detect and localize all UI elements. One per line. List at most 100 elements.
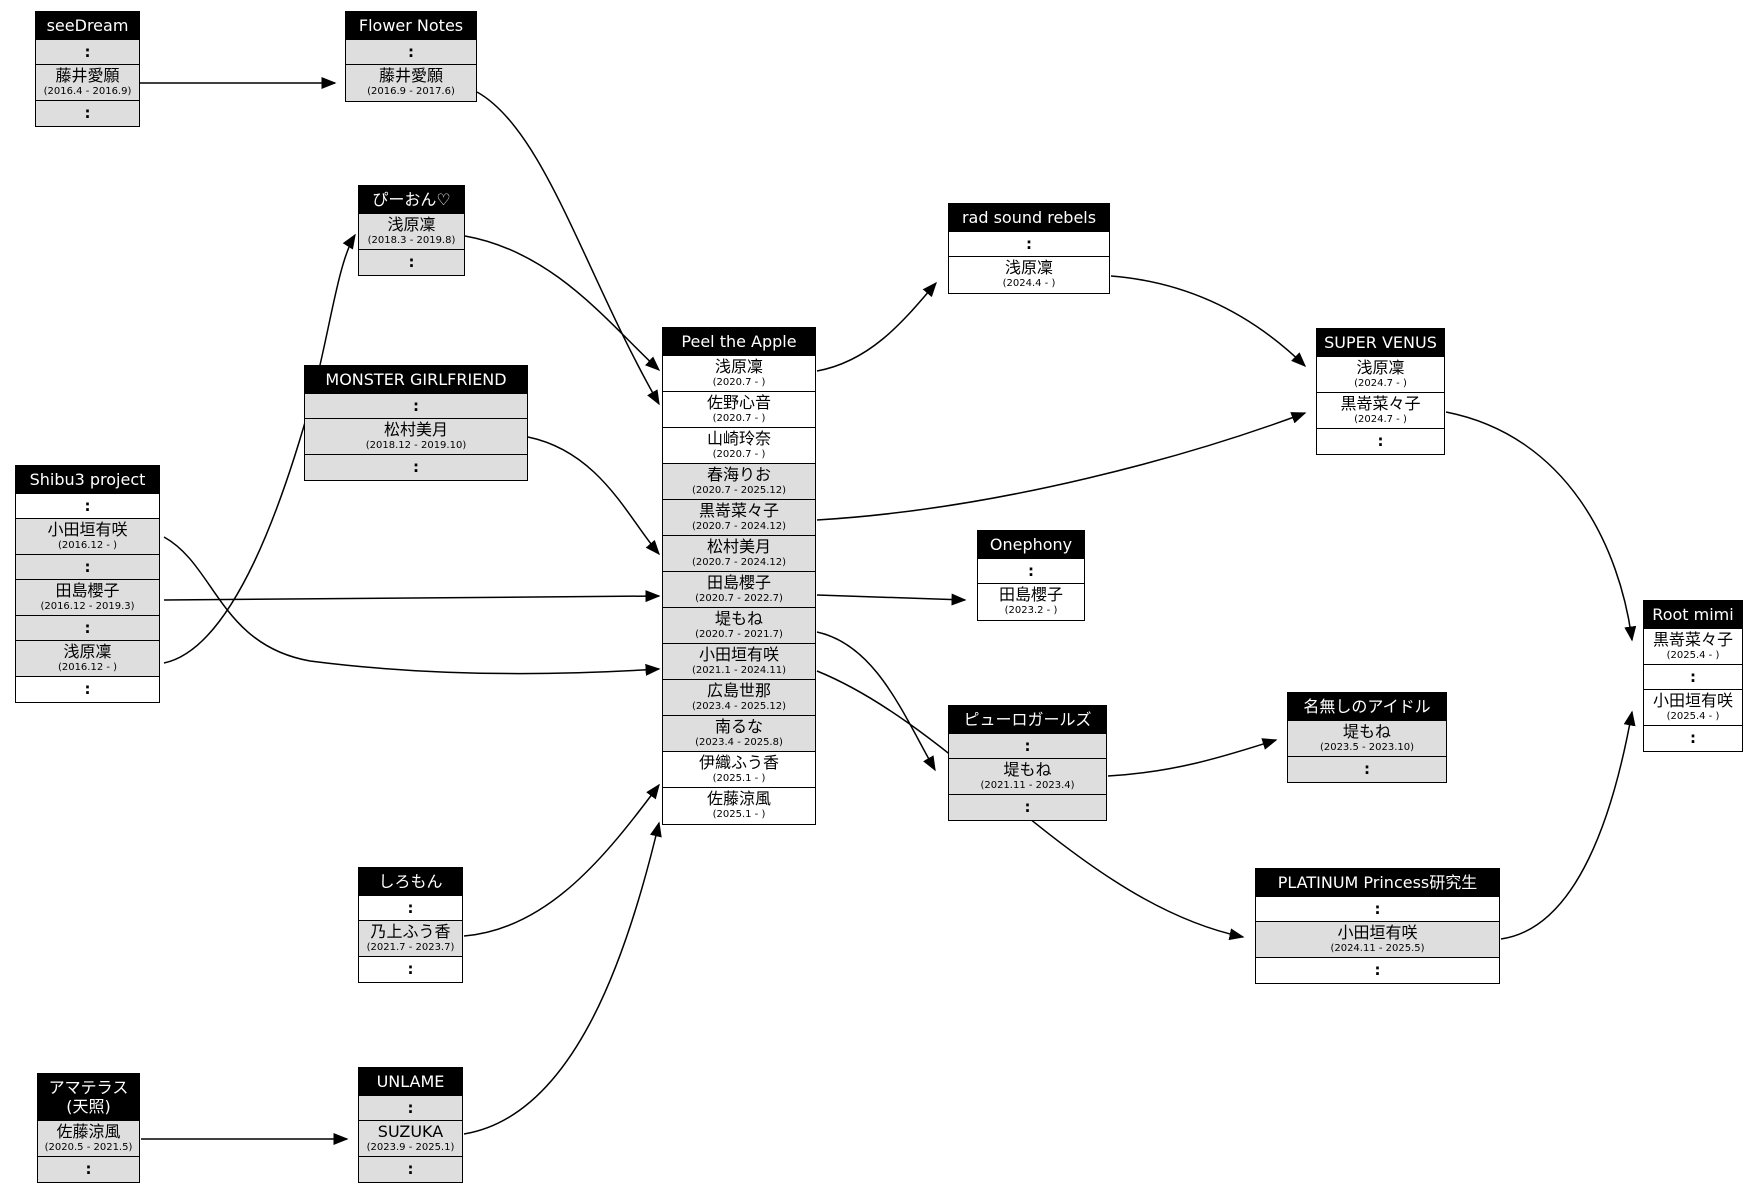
member-row: 藤井愛願(2016.9 - 2017.6) [346, 65, 476, 101]
group-title-puro-girls: ピューロガールズ [949, 706, 1106, 734]
member-row: 小田垣有咲(2024.11 - 2025.5) [1256, 922, 1499, 958]
member-tenure-dates: (2024.4 - ) [1002, 278, 1056, 289]
member-row: 広島世那(2023.4 - 2025.12) [663, 680, 815, 716]
member-row: 松村美月(2020.7 - 2024.12) [663, 536, 815, 572]
member-name: 佐野心音 [706, 393, 771, 412]
other-members-ellipsis-row: : [359, 1157, 462, 1182]
other-members-ellipsis-row: : [16, 677, 159, 702]
member-row: 乃上ふう香(2021.7 - 2023.7) [359, 921, 462, 957]
member-name: 佐藤涼風 [706, 789, 771, 808]
other-members-ellipsis-row: : [38, 1157, 139, 1182]
edge-monster-girlfriend-to-peel-the-apple [527, 436, 660, 556]
member-name: 黒嵜菜々子 [1340, 394, 1421, 413]
member-row: 田島櫻子(2016.12 - 2019.3) [16, 580, 159, 616]
member-name: 田島櫻子 [706, 573, 771, 592]
member-name: 浅原凜 [1004, 258, 1053, 277]
member-name: 藤井愛願 [378, 66, 443, 85]
member-name: 広島世那 [706, 681, 771, 700]
other-members-ellipsis-row: : [359, 250, 464, 275]
edge-peel-the-apple-to-super-venus [816, 412, 1307, 521]
member-row: 小田垣有咲(2025.4 - ) [1644, 690, 1742, 726]
member-row: 南るな(2023.4 - 2025.8) [663, 716, 815, 752]
member-name: 春海りお [706, 465, 771, 484]
member-name: 松村美月 [383, 420, 448, 439]
edge-shiromon-to-peel-the-apple [463, 783, 660, 937]
member-tenure-dates: (2016.9 - 2017.6) [367, 86, 455, 97]
member-name: 小田垣有咲 [1652, 691, 1733, 710]
member-tenure-dates: (2023.4 - 2025.8) [695, 737, 783, 748]
other-members-ellipsis-row: : [36, 101, 139, 126]
member-row: 田島櫻子(2023.2 - ) [978, 584, 1084, 620]
other-members-ellipsis-row: : [1317, 429, 1444, 454]
member-name: 黒嵜菜々子 [1652, 630, 1733, 649]
other-members-ellipsis-row: : [16, 616, 159, 641]
edge-shibu3-to-peel-the-apple-odagaki [163, 536, 661, 676]
member-name: SUZUKA [377, 1122, 444, 1141]
other-members-ellipsis-row: : [359, 1096, 462, 1121]
member-name: 浅原凜 [714, 357, 763, 376]
member-row: 小田垣有咲(2021.1 - 2024.11) [663, 644, 815, 680]
member-name: 小田垣有咲 [47, 520, 128, 539]
group-title-platinum-princess-kenkyusei: PLATINUM Princess研究生 [1256, 869, 1499, 897]
member-row: 浅原凜(2016.12 - ) [16, 641, 159, 677]
other-members-ellipsis-row: : [949, 795, 1106, 820]
member-row: SUZUKA(2023.9 - 2025.1) [359, 1121, 462, 1157]
member-name: 伊織ふう香 [698, 753, 779, 772]
member-name: 浅原凜 [1356, 358, 1405, 377]
member-tenure-dates: (2018.12 - 2019.10) [365, 440, 467, 451]
group-title-peel-the-apple: Peel the Apple [663, 328, 815, 356]
member-name: 山崎玲奈 [706, 429, 771, 448]
member-tenure-dates: (2020.7 - 2021.7) [695, 629, 783, 640]
member-row: 佐藤涼風(2020.5 - 2021.5) [38, 1121, 139, 1157]
member-name: 黒嵜菜々子 [698, 501, 779, 520]
edge-unlame-to-peel-the-apple [463, 821, 662, 1135]
group-title-rad-sound-rebels: rad sound rebels [949, 204, 1109, 232]
member-row: 藤井愛願(2016.4 - 2016.9) [36, 65, 139, 101]
group-title-shibu3-project: Shibu3 project [16, 466, 159, 494]
other-members-ellipsis-row: : [16, 555, 159, 580]
member-name: 乃上ふう香 [370, 922, 451, 941]
group-title-flower-notes: Flower Notes [346, 12, 476, 40]
member-tenure-dates: (2025.4 - ) [1666, 711, 1720, 722]
member-name: 南るな [714, 717, 763, 736]
group-title-amaterasu: アマテラス (天照) [38, 1074, 139, 1121]
other-members-ellipsis-row: : [16, 494, 159, 519]
other-members-ellipsis-row: : [1644, 665, 1742, 690]
other-members-ellipsis-row: : [1288, 757, 1446, 782]
group-box-platinum-princess-kenkyusei: PLATINUM Princess研究生:小田垣有咲(2024.11 - 202… [1255, 868, 1500, 984]
edge-peel-the-apple-to-puro-girls [816, 631, 936, 772]
member-name: 堤もね [1003, 760, 1052, 779]
edge-pion-to-peel-the-apple [464, 235, 661, 372]
edge-puro-girls-to-nanashi-no-idol [1107, 738, 1278, 777]
member-tenure-dates: (2020.7 - 2024.12) [691, 557, 787, 568]
other-members-ellipsis-row: : [305, 455, 527, 480]
member-tenure-dates: (2016.12 - 2019.3) [40, 601, 135, 612]
edge-platinum-to-root-mimi [1500, 710, 1636, 940]
other-members-ellipsis-row: : [36, 40, 139, 65]
member-tenure-dates: (2023.2 - ) [1004, 605, 1058, 616]
member-tenure-dates: (2021.1 - 2024.11) [691, 665, 787, 676]
other-members-ellipsis-row: : [949, 232, 1109, 257]
member-row: 伊織ふう香(2025.1 - ) [663, 752, 815, 788]
member-tenure-dates: (2025.4 - ) [1666, 650, 1720, 661]
group-title-unlame: UNLAME [359, 1068, 462, 1096]
other-members-ellipsis-row: : [1644, 726, 1742, 751]
member-name: 堤もね [714, 609, 763, 628]
member-tenure-dates: (2020.7 - 2025.12) [691, 485, 787, 496]
member-row: 浅原凜(2018.3 - 2019.8) [359, 214, 464, 250]
edge-super-venus-to-root-mimi [1445, 411, 1637, 642]
group-title-shiromon: しろもん [359, 868, 462, 896]
member-tenure-dates: (2020.7 - 2024.12) [691, 521, 787, 532]
member-tenure-dates: (2016.12 - ) [57, 540, 118, 551]
group-box-rad-sound-rebels: rad sound rebels:浅原凜(2024.4 - ) [948, 203, 1110, 294]
member-tenure-dates: (2025.1 - ) [712, 809, 766, 820]
member-tenure-dates: (2025.1 - ) [712, 773, 766, 784]
member-row: 堤もね(2021.11 - 2023.4) [949, 759, 1106, 795]
member-row: 浅原凜(2020.7 - ) [663, 356, 815, 392]
member-name: 松村美月 [706, 537, 771, 556]
member-row: 佐野心音(2020.7 - ) [663, 392, 815, 428]
member-row: 山崎玲奈(2020.7 - ) [663, 428, 815, 464]
